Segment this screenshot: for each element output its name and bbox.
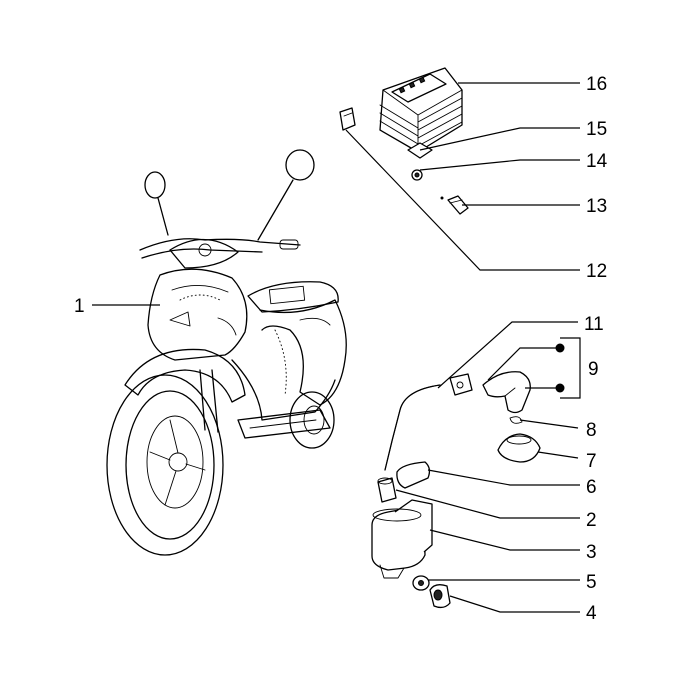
- leader-lines: [92, 82, 581, 613]
- callout-12: 12: [586, 261, 607, 282]
- callout-1: 1: [74, 296, 85, 317]
- callout-13: 13: [586, 196, 607, 217]
- bolt: [440, 195, 469, 215]
- callout-2: 2: [586, 510, 597, 531]
- callout-11: 11: [584, 314, 604, 335]
- callout-16: 16: [586, 74, 607, 95]
- callout-3: 3: [586, 542, 597, 563]
- control-unit: [339, 67, 463, 181]
- spark-plug-cap-assembly: [384, 371, 541, 471]
- callout-15: 15: [586, 119, 607, 140]
- callout-8: 8: [586, 420, 597, 441]
- callout-7: 7: [586, 451, 597, 472]
- callout-6: 6: [586, 477, 597, 498]
- callout-5: 5: [586, 572, 597, 593]
- callout-labels: 1 16 15 14 13 12 11 9 8 7 6 2 3 5 4: [74, 74, 608, 624]
- callout-4: 4: [586, 603, 597, 624]
- scooter-drawing: [106, 149, 347, 556]
- callout-9: 9: [588, 359, 599, 380]
- callout-14: 14: [586, 151, 608, 172]
- ignition-coil-assembly: [371, 461, 451, 609]
